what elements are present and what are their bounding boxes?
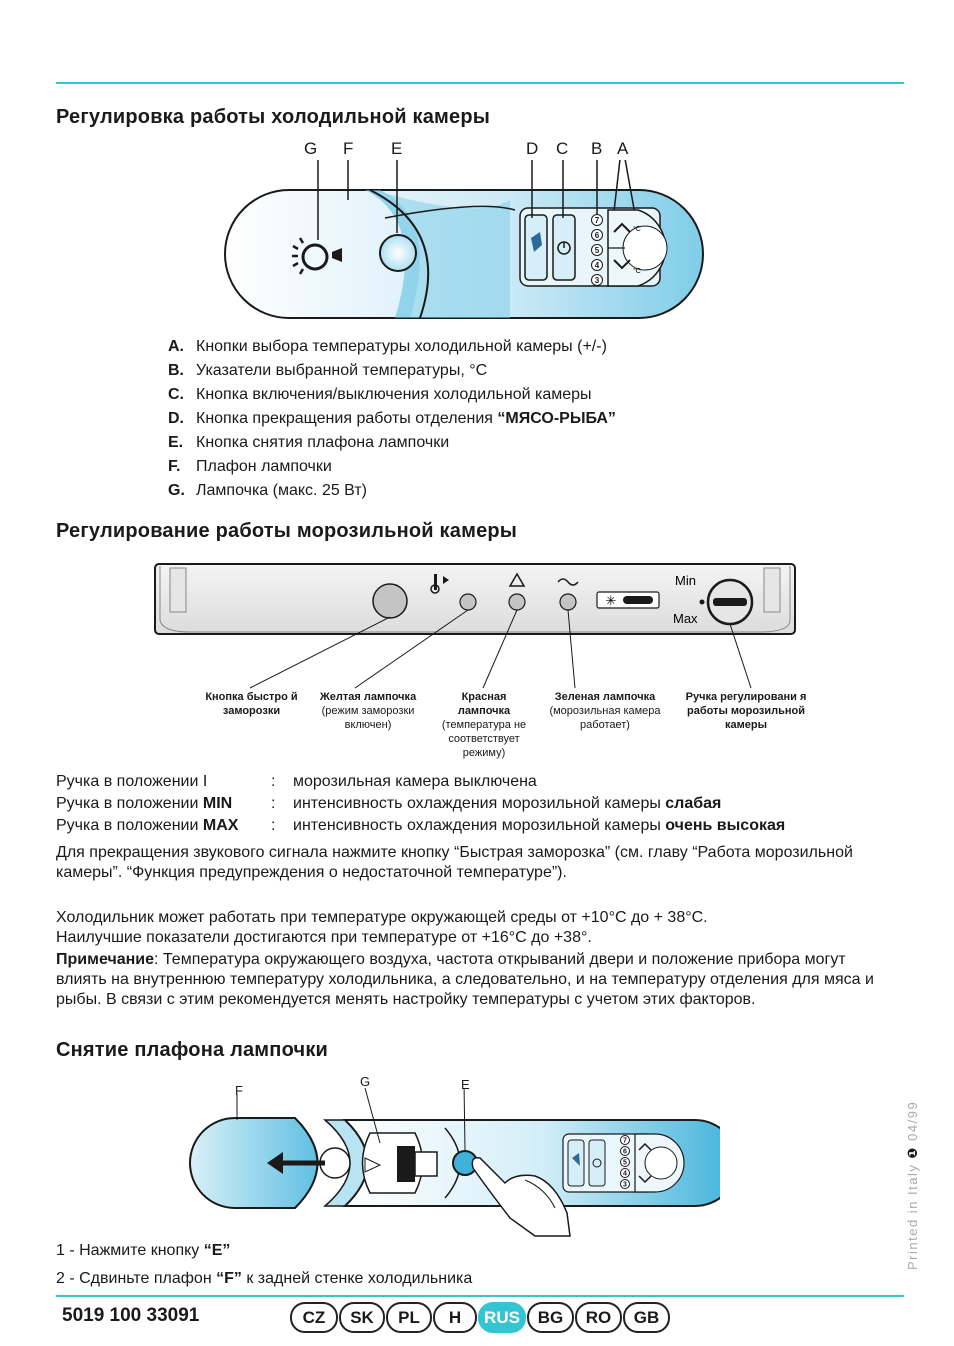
diagram-letter-f: F [343,139,354,158]
knob-position-min: Ручка в положении MIN:интенсивность охла… [56,795,722,812]
diagram2-letter-e: E [461,1077,470,1092]
section-title-fridge: Регулировка работы холодильной камеры [56,106,491,128]
legend-item-g: G.Лампочка (макс. 25 Вт) [168,482,367,499]
lang-rus-active[interactable]: RUS [478,1302,526,1333]
knob-max-label: Max [673,611,698,626]
section-title-lamp-cover: Снятие плафона лампочки [56,1039,329,1061]
diagram-letter-d: D [526,139,539,158]
top-divider [56,82,904,84]
legend-item-f: F.Плафон лампочки [168,458,332,475]
diagram2-letter-g: G [360,1074,371,1089]
svg-text:✳: ✳ [606,594,617,609]
panel2-indicator-4: 4 [623,1171,627,1178]
panel2-indicator-7: 7 [623,1138,627,1145]
caption-quick-freeze: Кнопка быстро й заморозки [205,691,298,717]
knob-position-off: Ручка в положении I:морозильная камера в… [56,773,537,790]
diagram-letter-e: E [391,139,403,158]
knob-min-label: Min [675,573,696,588]
legend-item-b: B.Указатели выбранной температуры, °С [168,362,488,379]
ambient-range-line-1: Холодильник может работать при температу… [56,909,708,926]
unit-celsius-top: °C [633,225,641,233]
caption-red-lamp: Красная лампочка(температура не соответс… [441,691,527,759]
legend-item-c: C.Кнопка включения/выключения холодильно… [168,386,592,403]
caption-green-lamp: Зеленая лампочка(морозильная камера рабо… [549,691,661,731]
document-code: 5019 100 33091 [62,1305,200,1326]
panel2-indicator-5: 5 [623,1160,627,1167]
diagram-letter-c: C [556,139,569,158]
panel-indicator-3: 3 [595,276,600,285]
bottom-divider [56,1295,904,1297]
knob-position-max: Ручка в положении MAX:интенсивность охла… [56,817,786,834]
caption-yellow-lamp: Желтая лампочка(режим заморозки включен) [319,691,417,731]
diagram-letter-a: A [617,139,629,158]
section-title-freezer: Регулирование работы морозильной камеры [56,520,518,542]
quality-mark-icon: ❶ [905,1145,920,1159]
panel-indicator-4: 4 [595,261,600,270]
freezer-control-panel-diagram: ✳ Min Max [154,563,796,689]
lamp-cover-removal-diagram: 7 6 5 4 3 [189,1088,720,1237]
panel2-indicator-3: 3 [623,1182,627,1189]
panel2-indicator-6: 6 [623,1149,627,1156]
lang-h[interactable]: H [433,1302,477,1333]
legend-item-d: D.Кнопка прекращения работы отделения “М… [168,410,616,427]
diagram2-letter-f: F [235,1083,243,1098]
diagram-letter-b: B [591,139,603,158]
lang-bg[interactable]: BG [527,1302,574,1333]
legend-item-a: A.Кнопки выбора температуры холодильной … [168,338,607,355]
legend-item-e: E.Кнопка снятия плафона лампочки [168,434,450,451]
lang-ro[interactable]: RO [575,1302,622,1333]
lang-cz[interactable]: CZ [290,1302,338,1333]
lang-pl[interactable]: PL [386,1302,432,1333]
lang-sk[interactable]: SK [339,1302,385,1333]
unit-celsius-bottom: °C [633,267,641,275]
panel-indicator-7: 7 [595,216,600,225]
panel-indicator-6: 6 [595,231,600,240]
step-1: 1 - Нажмите кнопку “E” [56,1242,231,1259]
panel-indicator-5: 5 [595,246,600,255]
diagram-letter-g: G [304,139,318,158]
printed-in-note: Printed in Italy ❶ 04/99 [905,1100,920,1270]
step-2: 2 - Сдвиньте плафон “F” к задней стенке … [56,1270,473,1287]
fridge-control-panel-diagram: 7 6 5 4 3 °C °C [224,160,704,319]
note-paragraph: Примечание: Температура окружающего возд… [56,951,874,1008]
lang-gb[interactable]: GB [623,1302,670,1333]
ambient-range-line-2: Наилучшие показатели достигаются при тем… [56,929,592,946]
alarm-note: Для прекращения звукового сигнала нажмит… [56,844,853,881]
caption-freezer-knob: Ручка регулировани я работы морозильной … [685,691,807,731]
